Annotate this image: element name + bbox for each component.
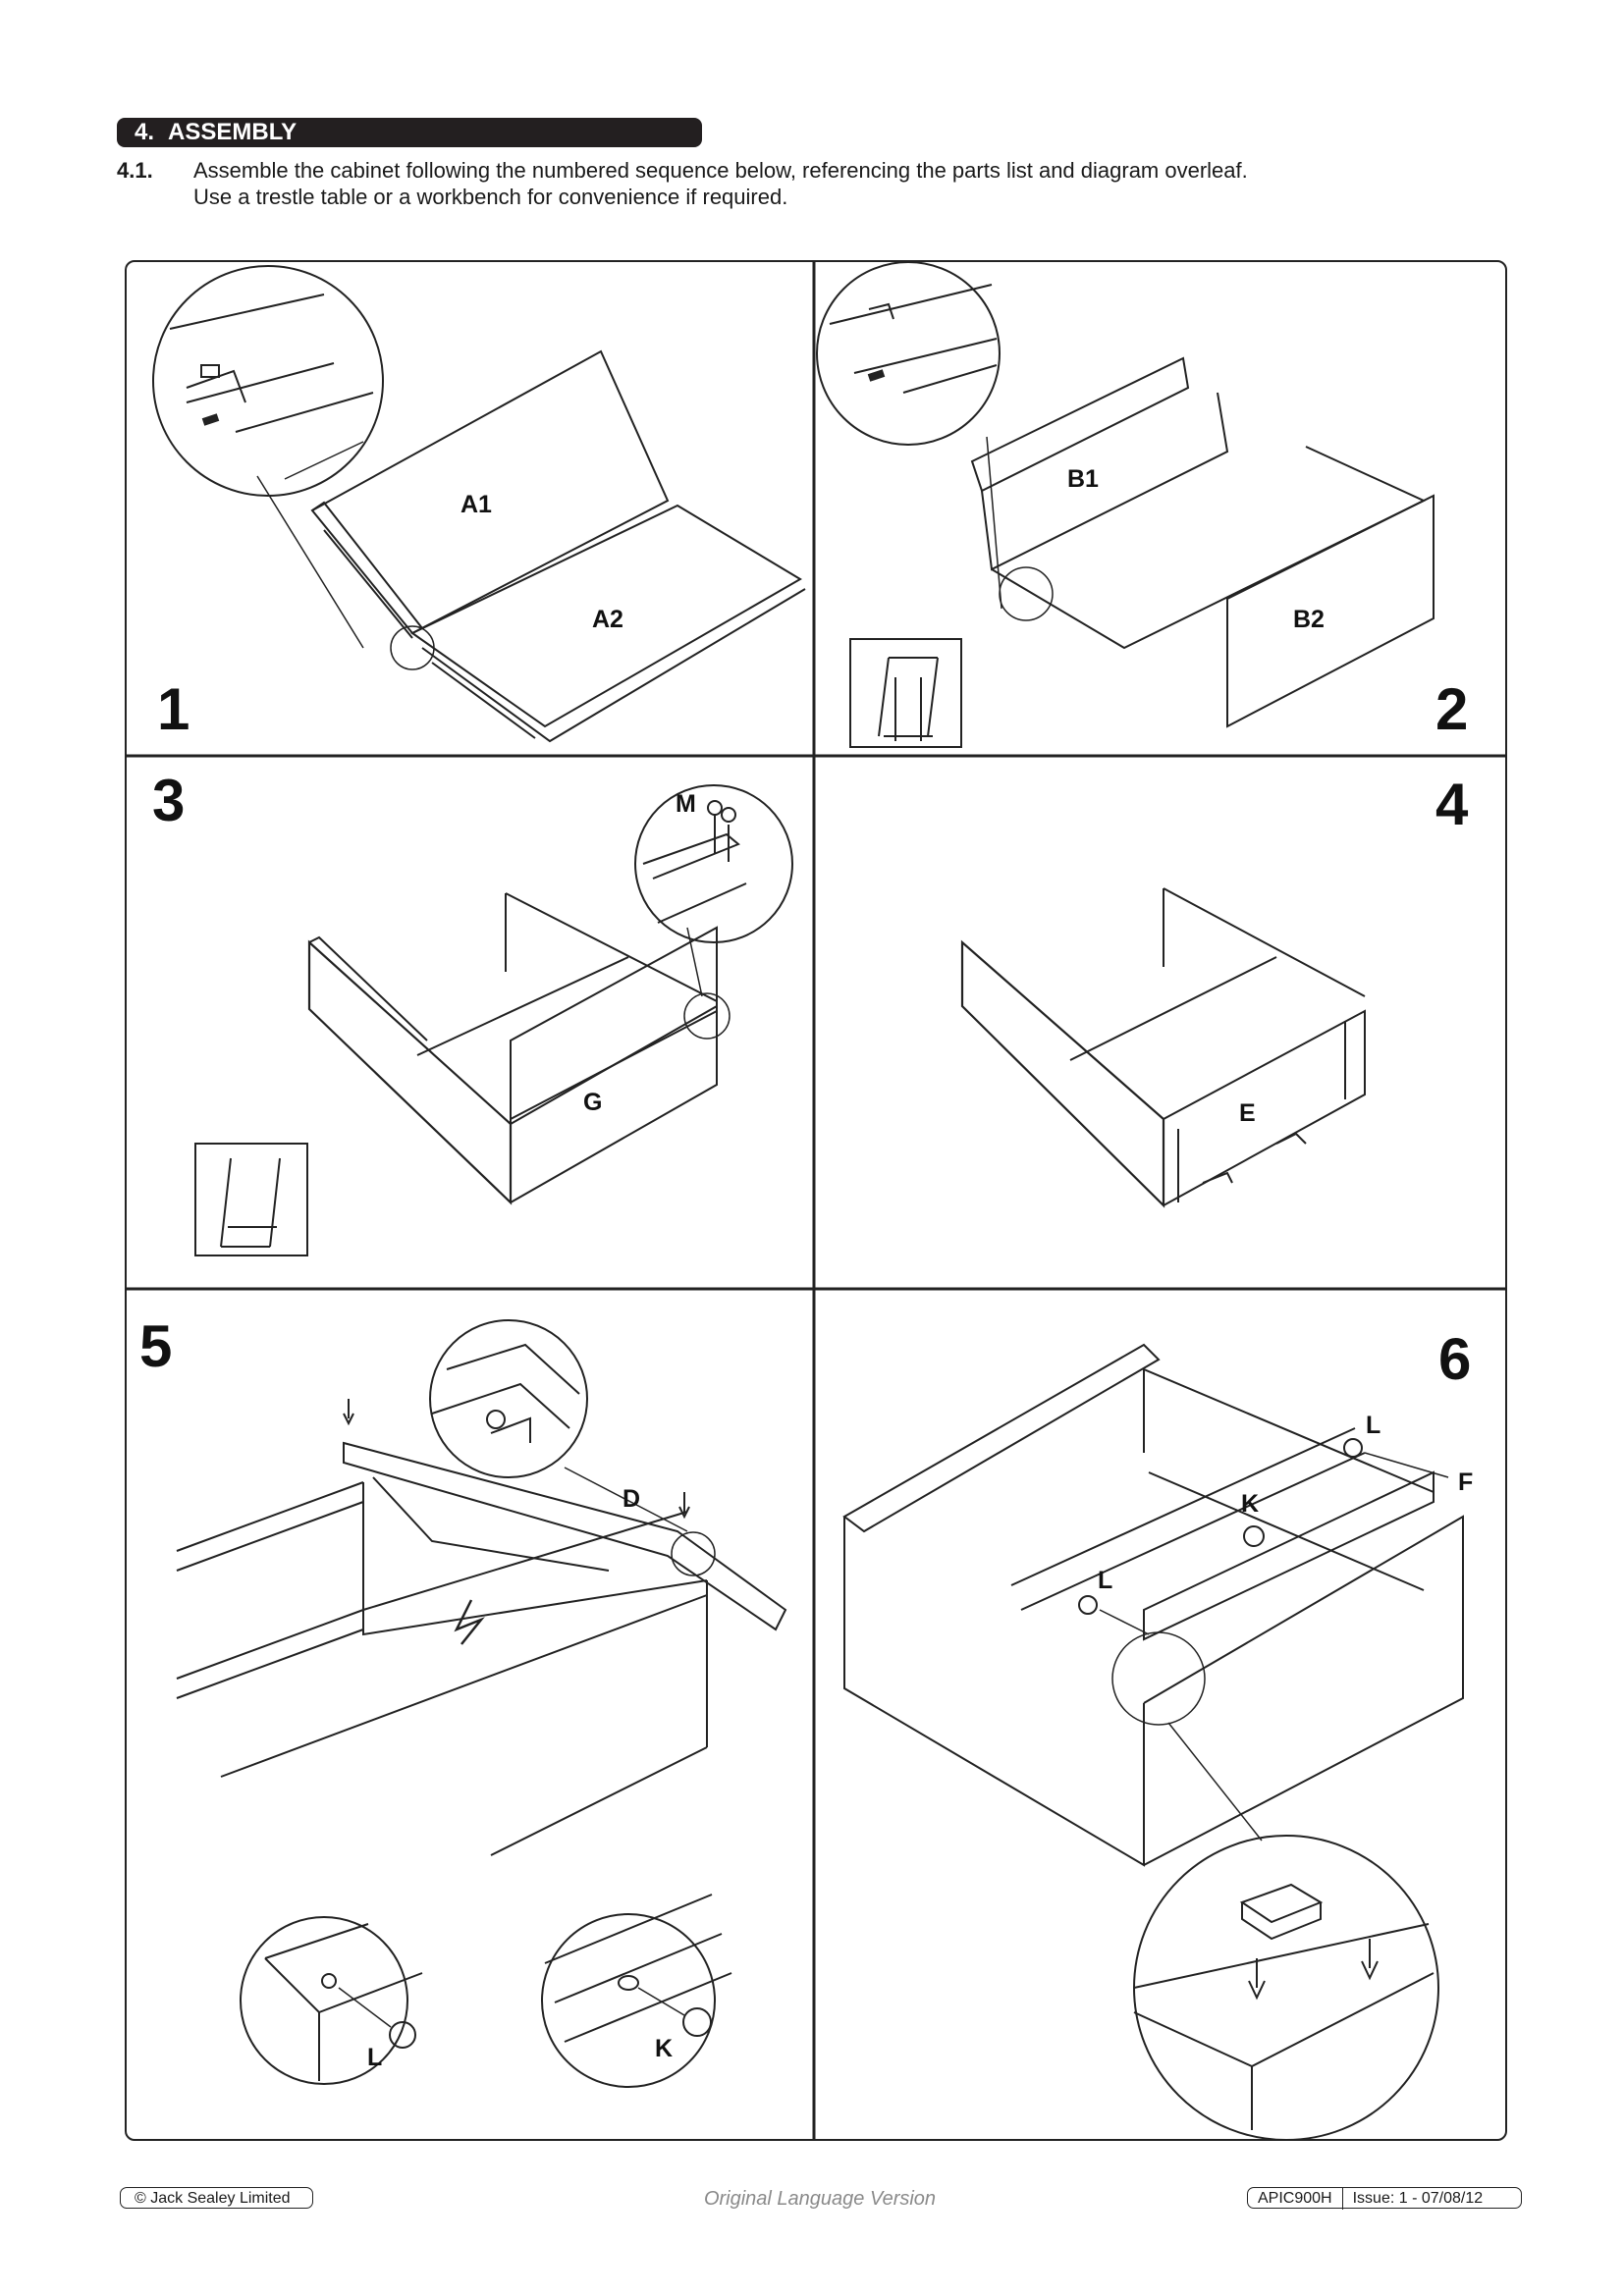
instruction-line-1: Assemble the cabinet following the numbe… bbox=[193, 158, 1248, 183]
section-number: 4. bbox=[135, 119, 155, 145]
step-4-illustration bbox=[960, 887, 1366, 1208]
part-label-f: F bbox=[1458, 1468, 1474, 1496]
section-header: 4. ASSEMBLY bbox=[117, 118, 702, 147]
step-3-illustration bbox=[194, 784, 793, 1256]
step-5-top-detail-circle bbox=[429, 1319, 588, 1478]
step-6-detail-circle bbox=[1133, 1835, 1439, 2141]
section-title: ASSEMBLY bbox=[168, 119, 298, 145]
part-label-g: G bbox=[583, 1089, 603, 1116]
part-label-m: M bbox=[676, 790, 696, 818]
step-number-1: 1 bbox=[157, 676, 190, 742]
part-label-l-top: L bbox=[1366, 1412, 1381, 1439]
part-label-k: K bbox=[1241, 1490, 1260, 1518]
step-1-detail-circle bbox=[152, 265, 384, 497]
instruction-number: 4.1. bbox=[117, 158, 153, 183]
part-label-a2: A2 bbox=[592, 606, 623, 633]
step-5-illustration bbox=[176, 1319, 787, 2088]
footer-copyright: © Jack Sealey Limited bbox=[120, 2187, 313, 2209]
step-number-6: 6 bbox=[1438, 1326, 1472, 1392]
step-2-illustration bbox=[816, 261, 1435, 748]
step-number-3: 3 bbox=[152, 768, 186, 833]
part-label-k-detail: K bbox=[655, 2035, 674, 2062]
footer-model: APIC900H bbox=[1258, 2190, 1332, 2207]
part-label-d: D bbox=[623, 1485, 641, 1513]
part-label-l-bottom: L bbox=[1098, 1567, 1113, 1594]
step-2-channel-inset bbox=[849, 638, 962, 748]
step-3-detail-circle bbox=[634, 784, 793, 943]
step-5-L-detail-circle bbox=[240, 1916, 408, 2085]
footer-separator bbox=[1341, 2188, 1343, 2210]
step-6-illustration bbox=[842, 1343, 1464, 2141]
footer-issue: Issue: 1 - 07/08/12 bbox=[1352, 2190, 1484, 2207]
instruction-line-2: Use a trestle table or a workbench for c… bbox=[193, 185, 788, 209]
step-number-2: 2 bbox=[1435, 676, 1469, 742]
part-label-b2: B2 bbox=[1293, 606, 1325, 633]
assembly-diagram-frame bbox=[125, 260, 1507, 2141]
step-5-K-detail-circle bbox=[541, 1913, 716, 2088]
part-label-e: E bbox=[1239, 1099, 1256, 1127]
step-number-5: 5 bbox=[139, 1313, 173, 1379]
part-label-a1: A1 bbox=[460, 491, 492, 518]
footer-language-note: Original Language Version bbox=[703, 2188, 937, 2210]
footer-document-ref: APIC900H Issue: 1 - 07/08/12 bbox=[1247, 2187, 1522, 2210]
part-label-b1: B1 bbox=[1067, 465, 1099, 493]
part-label-l-detail: L bbox=[367, 2044, 383, 2071]
step-number-4: 4 bbox=[1435, 772, 1469, 837]
step-2-detail-circle bbox=[816, 261, 1001, 446]
step-1-illustration bbox=[152, 265, 806, 743]
step-3-channel-inset bbox=[194, 1143, 308, 1256]
